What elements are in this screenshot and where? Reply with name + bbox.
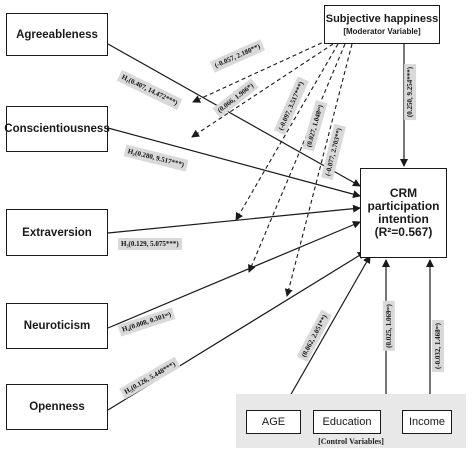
arrow-neuroticism-crm: [107, 221, 361, 329]
arrow-age-crm: [281, 255, 371, 411]
crm-line-3: intention: [378, 212, 429, 226]
crm-line-1: CRM: [389, 186, 418, 200]
arrow-agreeableness-crm: [107, 43, 361, 187]
node-neuroticism: Neuroticism: [6, 303, 108, 349]
dashed-moderation-3: [235, 43, 339, 221]
dashed-moderation-4: [248, 43, 346, 273]
control-variables-caption: [Control Variables]: [318, 437, 384, 446]
node-income: Income: [402, 410, 452, 434]
node-conscientiousness: Conscientiousness: [4, 106, 110, 152]
node-subjective-happiness: Subjective happiness [Moderator Variable…: [324, 5, 440, 44]
label-education-path: (0.025, 1.069ⁿˢ): [382, 301, 395, 351]
node-education: Education: [313, 410, 381, 434]
node-openness: Openness: [6, 384, 108, 430]
node-crm-participation-intention: CRM participation intention (R²=0.567): [360, 168, 447, 258]
crm-line-2: participation: [367, 199, 440, 213]
dashed-moderation-2: [191, 43, 334, 138]
moderator-title: Subjective happiness: [325, 13, 439, 25]
arrow-conscientiousness-crm: [107, 127, 361, 199]
node-extraversion: Extraversion: [6, 209, 108, 256]
dashed-moderation-5: [284, 43, 353, 297]
label-direct-moderator: (0.250, 9.254***): [404, 63, 417, 121]
crm-line-4: (R²=0.567): [374, 225, 433, 239]
arrow-extraversion-crm: [107, 204, 361, 234]
dashed-moderation-1: [192, 39, 329, 103]
label-income-path: (-0.032, 1.468ⁿˢ): [431, 320, 444, 372]
label-h3: H₃(0.129, 5.075***): [118, 238, 182, 250]
moderator-subtitle: [Moderator Variable]: [343, 27, 421, 36]
node-agreeableness: Agreeableness: [6, 13, 108, 56]
node-age: AGE: [246, 410, 301, 434]
